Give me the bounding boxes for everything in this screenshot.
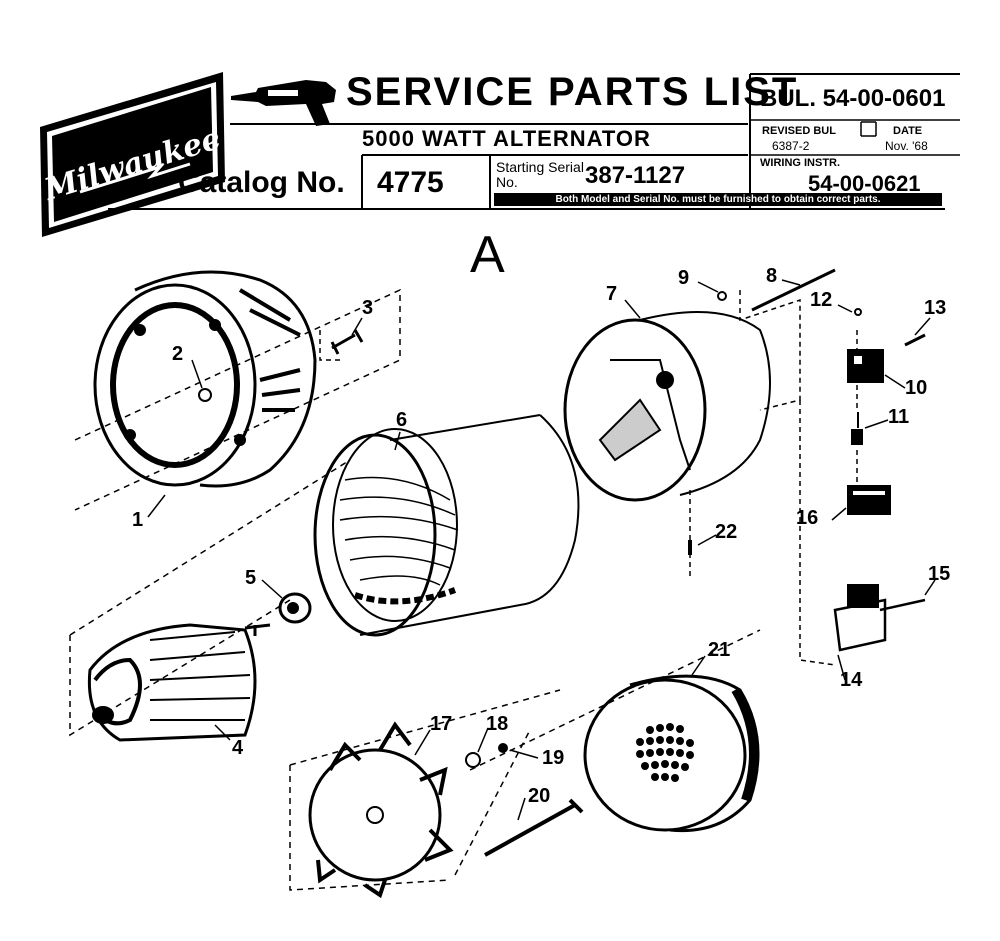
catalog-label: Catalog No.: [178, 166, 345, 199]
wiring-instructions-value: 54-00-0621: [808, 171, 921, 196]
part-label-14: 14: [840, 669, 863, 691]
part-label-19: 19: [542, 747, 565, 769]
frame: [563, 311, 771, 502]
date-value: Nov. '68: [885, 139, 928, 153]
part-label-7: 7: [606, 283, 618, 305]
part-label-13: 13: [924, 297, 947, 319]
fan: [308, 721, 454, 899]
end-cover: [583, 674, 760, 833]
drill-icon: [231, 80, 336, 126]
revised-bulletin-value: 6387-2: [772, 139, 810, 153]
part-label-5: 5: [245, 567, 257, 589]
view-label: A: [470, 226, 505, 284]
part-label-18: 18: [486, 713, 509, 735]
part-label-1: 1: [132, 509, 144, 531]
part-label-2: 2: [172, 343, 184, 365]
milwaukee-logo: Milwaukee: [40, 72, 225, 237]
revised-bulletin-label: REVISED BUL: [762, 125, 836, 137]
stator: [313, 414, 580, 637]
catalog-number: 4775: [377, 166, 444, 199]
part-label-11: 11: [888, 406, 910, 428]
part-label-21: 21: [708, 639, 731, 661]
end-bell-housing: [93, 270, 317, 488]
rotor: [87, 623, 271, 742]
starting-serial-number: 387-1127: [585, 162, 686, 189]
part-label-9: 9: [678, 267, 690, 289]
part-label-16: 16: [796, 507, 819, 529]
product-subtitle: 5000 WATT ALTERNATOR: [362, 126, 651, 151]
part-label-8: 8: [766, 265, 778, 287]
part-label-12: 12: [810, 289, 833, 311]
part-label-4: 4: [232, 737, 244, 759]
part-label-20: 20: [528, 785, 551, 807]
part-label-15: 15: [928, 563, 951, 585]
part-label-22: 22: [715, 521, 738, 543]
date-label: DATE: [893, 125, 923, 137]
part-label-17: 17: [430, 713, 453, 735]
ordering-notice: Both Model and Serial No. must be furnis…: [494, 193, 942, 206]
starting-serial-label: Starting Serial No.: [496, 159, 584, 190]
bulletin-number: BUL. 54-00-0601: [760, 85, 946, 112]
part-label-10: 10: [905, 377, 928, 399]
page-title: SERVICE PARTS LIST: [346, 70, 799, 114]
part-label-3: 3: [362, 297, 374, 319]
part-label-6: 6: [396, 409, 408, 431]
wiring-instructions-label: WIRING INSTR.: [760, 157, 841, 169]
vent-holes: [636, 723, 694, 782]
